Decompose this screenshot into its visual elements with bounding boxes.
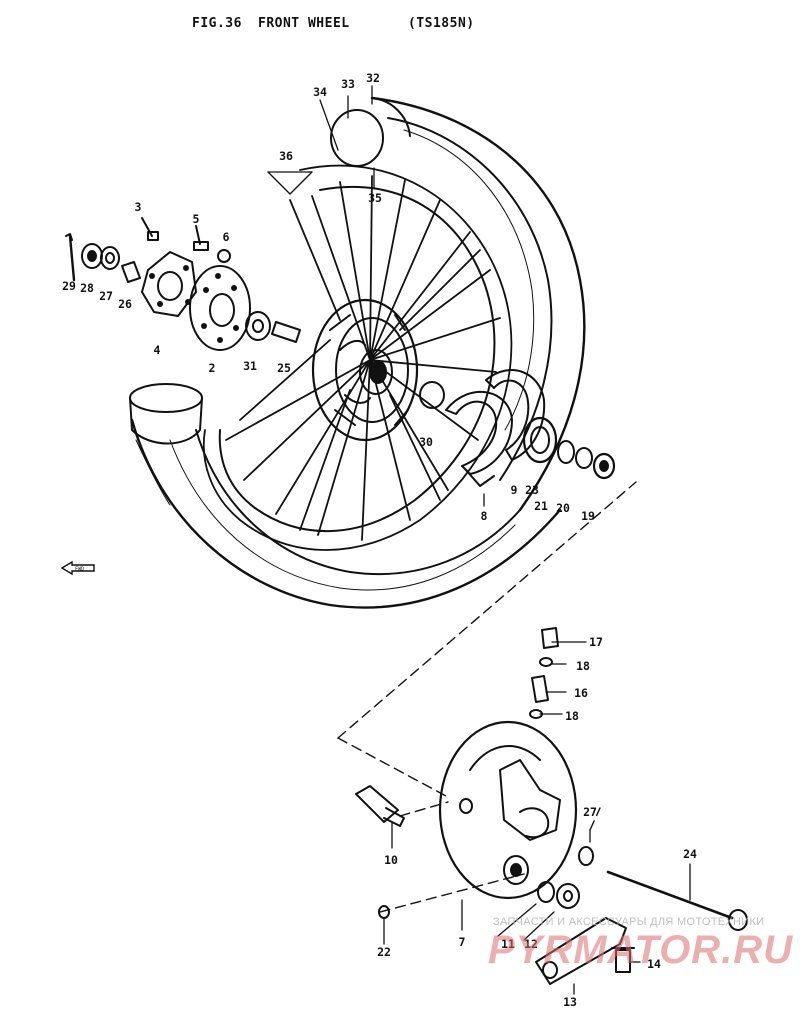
tire-cut-section	[129, 383, 203, 413]
right-parts	[445, 369, 616, 487]
tire-inner-lower	[195, 429, 521, 576]
callout-32: 32	[366, 71, 380, 85]
callout-29: 29	[62, 279, 76, 293]
alignment-lines	[337, 481, 637, 913]
spokes	[225, 175, 501, 541]
callout-22: 22	[377, 945, 391, 959]
callout-27b: 27	[583, 805, 597, 819]
watermark-caption: ЗАПЧАСТИ И АКСЕССУАРЫ ДЛЯ МОТОТЕХНИКИ	[493, 916, 765, 928]
figure-number: FIG.36	[192, 16, 242, 31]
tire-outer-upper	[370, 96, 586, 512]
callout-25: 25	[277, 361, 291, 375]
brake-panel	[355, 627, 748, 985]
callout-21: 21	[534, 499, 548, 513]
callout-18a: 18	[576, 659, 590, 673]
callout-23: 23	[525, 483, 539, 497]
callout-3: 3	[134, 200, 142, 214]
callout-16: 16	[574, 686, 588, 700]
callout-33: 33	[341, 77, 355, 91]
forward-arrow-icon: FWD	[60, 560, 95, 576]
forward-arrow-label: FWD	[75, 567, 84, 573]
callout-12: 12	[524, 937, 538, 951]
callout-36: 36	[279, 149, 293, 163]
tire-tread-lower	[169, 439, 516, 591]
callout-10: 10	[384, 853, 398, 867]
callout-26: 26	[118, 297, 132, 311]
callout-30: 30	[419, 435, 433, 449]
left-parts	[65, 217, 301, 351]
hub	[311, 298, 445, 442]
callout-17: 17	[589, 635, 603, 649]
callout-7: 7	[458, 935, 466, 949]
hub-spacer	[419, 381, 445, 409]
callout-6: 6	[222, 230, 230, 244]
callout-31: 31	[243, 359, 257, 373]
callout-13: 13	[563, 995, 577, 1009]
callout-14: 14	[647, 957, 661, 971]
callout-19: 19	[581, 509, 595, 523]
rim-inner	[218, 185, 496, 532]
callout-2: 2	[208, 361, 216, 375]
callout-4: 4	[153, 343, 161, 357]
tire-tread-upper	[403, 129, 535, 431]
figure-title: FRONT WHEEL	[258, 16, 350, 31]
tire-upper-cut	[330, 109, 384, 167]
callout-8: 8	[480, 509, 488, 523]
tire-inner-upper	[387, 117, 553, 481]
rim-outer	[202, 164, 513, 551]
callout-11: 11	[501, 937, 515, 951]
watermark-logo: PYRMATOR.RU	[488, 928, 794, 972]
callout-28: 28	[80, 281, 94, 295]
leader-lines	[267, 85, 691, 995]
callout-18b: 18	[565, 709, 579, 723]
tire-outer-lower	[130, 418, 562, 609]
callout-24: 24	[683, 847, 697, 861]
model-code: (TS185N)	[408, 16, 475, 31]
callout-20: 20	[556, 501, 570, 515]
callout-34: 34	[313, 85, 327, 99]
callout-5: 5	[192, 212, 200, 226]
callout-9a: 9	[510, 483, 518, 497]
callout-35: 35	[368, 191, 382, 205]
callout-27: 27	[99, 289, 113, 303]
